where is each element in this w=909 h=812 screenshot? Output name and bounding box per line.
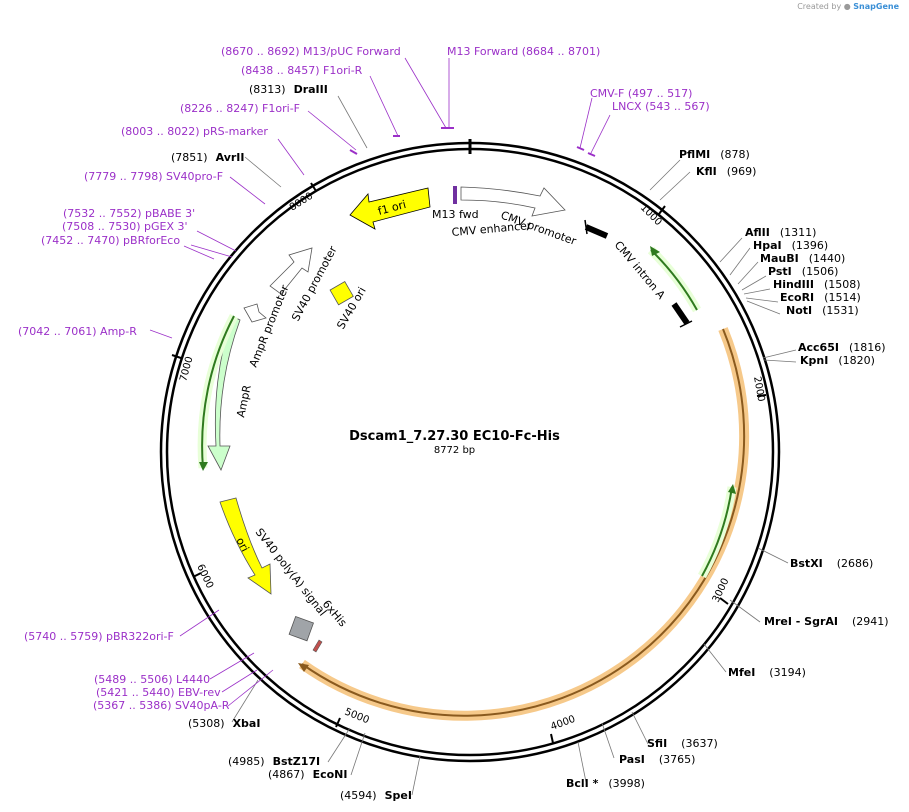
primer-label: (7779 .. 7798) SV40pro-F <box>84 170 223 183</box>
plasmid-backbone <box>159 139 781 763</box>
m13-fwd-label: M13 fwd <box>432 208 479 221</box>
svg-text:HpaI(1396): HpaI(1396) <box>753 239 828 252</box>
ampr-label: AmpR <box>234 383 254 418</box>
primer-leaders <box>149 57 611 707</box>
svg-text:(8313)DraIII: (8313)DraIII <box>249 83 328 96</box>
svg-text:SfiI(3637): SfiI(3637) <box>647 737 718 750</box>
ampr-promoter-label: AmpR promoter <box>247 283 292 369</box>
primer-label: (7452 .. 7470) pBRforEco <box>41 234 180 247</box>
plasmid-length: 8772 bp <box>433 445 476 456</box>
insert-orange-arc <box>299 327 750 721</box>
svg-text:PflMI(878): PflMI(878) <box>679 148 750 161</box>
primer-label: (5421 .. 5440) EBV-rev <box>96 686 221 699</box>
primer-label: (5367 .. 5386) SV40pA-R <box>93 699 230 712</box>
svg-text:EcoRI(1514): EcoRI(1514) <box>780 291 861 304</box>
svg-text:BclI *(3998): BclI *(3998) <box>566 777 645 790</box>
primer-label: (7042 .. 7061) Amp-R <box>18 325 137 338</box>
cmv-intron-bar-1 <box>584 224 609 239</box>
ori-arrow <box>219 497 272 595</box>
plasmid-name: Dscam1_7.27.30 EC10-Fc-His <box>349 429 560 444</box>
ori-label: ori <box>233 535 251 554</box>
svg-text:PasI(3765): PasI(3765) <box>619 753 695 766</box>
primer-label: (7532 .. 7552) pBABE 3' <box>63 207 195 220</box>
svg-text:(4594)SpeI: (4594)SpeI <box>340 789 412 802</box>
svg-text:PstI(1506): PstI(1506) <box>768 265 838 278</box>
sv40-ori-box <box>329 281 354 306</box>
svg-text:NotI(1531): NotI(1531) <box>786 304 859 317</box>
primer-label: (5740 .. 5759) pBR322ori-F <box>24 630 174 643</box>
primer-label: (8670 .. 8692) M13/pUC Forward <box>221 45 401 58</box>
primer-label: LNCX (543 .. 567) <box>612 100 710 113</box>
tick-label: 3000 <box>711 577 732 605</box>
ampr-promoter-arrow <box>243 303 267 323</box>
svg-text:AflII(1311): AflII(1311) <box>745 226 816 239</box>
svg-text:MfeI(3194): MfeI(3194) <box>728 666 806 679</box>
snapgene-credit: Created by ● SnapGene <box>797 2 899 11</box>
sv40-polya-box <box>288 615 314 642</box>
svg-text:(4867)EcoNI: (4867)EcoNI <box>268 768 347 781</box>
primer-label: (8226 .. 8247) F1ori-F <box>180 102 300 115</box>
svg-text:Acc65I(1816): Acc65I(1816) <box>798 341 886 354</box>
tick-label: 5000 <box>343 707 371 727</box>
svg-text:(7851)AvrII: (7851)AvrII <box>171 151 244 164</box>
svg-text:KflI(969): KflI(969) <box>696 165 756 178</box>
site-leaders <box>231 95 797 796</box>
svg-text:BstXI(2686): BstXI(2686) <box>790 557 873 570</box>
primer-label: (8003 .. 8022) pRS-marker <box>121 125 268 138</box>
svg-text:(5308)XbaI: (5308)XbaI <box>188 717 260 730</box>
tick-label: 2000 <box>751 376 766 403</box>
credit-brand: SnapGene <box>853 2 899 11</box>
svg-text:HindIII(1508): HindIII(1508) <box>773 278 861 291</box>
primer-label: (5489 .. 5506) L4440 <box>94 673 210 686</box>
m13-fwd-marker <box>453 186 457 204</box>
primer-label: (7508 .. 7530) pGEX 3' <box>62 220 188 233</box>
tick-label: 4000 <box>549 714 577 733</box>
svg-text:MreI - SgrAI(2941): MreI - SgrAI(2941) <box>764 615 889 628</box>
6xhis-marker <box>312 639 323 653</box>
svg-text:KpnI(1820): KpnI(1820) <box>800 354 875 367</box>
cmv-intron-bar-2 <box>671 302 690 325</box>
primer-label: (8438 .. 8457) F1ori-R <box>241 64 363 77</box>
cmv-intron-label: CMV intron A <box>612 239 668 303</box>
primer-label: CMV-F (497 .. 517) <box>590 87 692 100</box>
svg-text:(4985)BstZ17I: (4985)BstZ17I <box>228 755 320 768</box>
primer-labels: (8670 .. 8692) M13/pUC Forward M13 Forwa… <box>18 45 710 712</box>
scale-ticks: 1000 2000 3000 4000 5000 6000 7000 8000 <box>171 182 766 744</box>
site-labels: PflMI(878) KflI(969) AflII(1311) HpaI(13… <box>171 83 889 802</box>
sv40-promoter-arrow <box>269 247 313 295</box>
credit-prefix: Created by <box>797 2 842 11</box>
snapgene-logo-icon: ● <box>843 2 851 11</box>
tick-label: 1000 <box>638 202 664 228</box>
svg-text:MauBI(1440): MauBI(1440) <box>760 252 845 265</box>
f1-ori-arrow <box>349 187 431 230</box>
primer-label: M13 Forward (8684 .. 8701) <box>447 45 600 58</box>
cmv-promoter-arrow <box>460 186 566 217</box>
